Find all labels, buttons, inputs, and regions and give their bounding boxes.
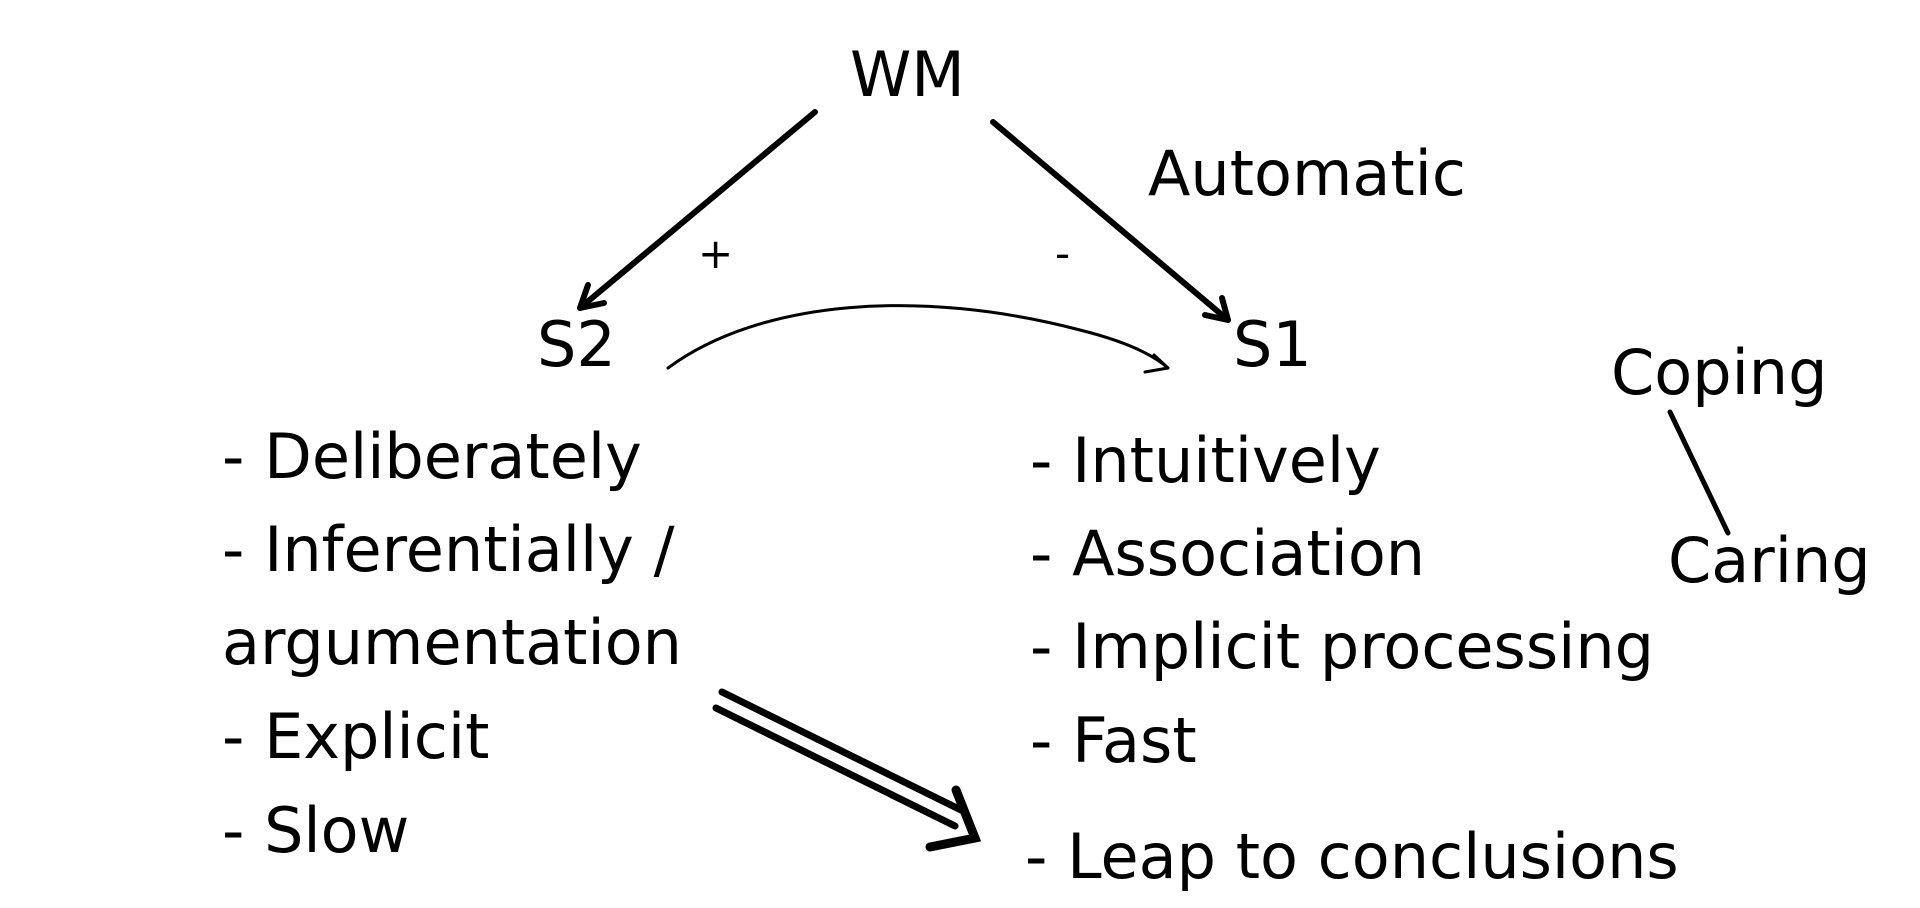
coping-caring-connector [1667,409,1731,536]
double-arrow-implies [712,688,982,852]
s1-list-item: - Association [1030,517,1426,590]
node-s1: S1 [1233,308,1312,381]
node-s2: S2 [537,308,616,381]
node-wm: WM [850,38,965,111]
edge-label-automatic: Automatic [1148,137,1466,210]
arrow-wm-to-s2 [577,109,818,311]
s1-list-item: - Implicit processing [1030,610,1655,683]
edge-label-minus: - [1055,229,1071,278]
curved-arrow-s2-to-s1 [666,304,1170,374]
edge-label-plus: + [698,229,734,278]
arrow-wm-to-s1 [990,119,1231,323]
s1-list-item: - Fast [1030,704,1197,777]
label-coping: Coping [1611,336,1828,409]
s2-list-item: argumentation [222,606,682,679]
s2-list-item: - Deliberately [222,420,642,493]
s2-list-item: - Explicit [222,700,490,773]
label-caring: Caring [1668,524,1871,597]
conclusion-label: - Leap to conclusions [1025,820,1679,893]
s2-list-item: - Inferentially / [222,513,675,586]
s2-list-item: - Slow [222,794,410,867]
s1-list-item: - Intuitively [1030,424,1381,497]
